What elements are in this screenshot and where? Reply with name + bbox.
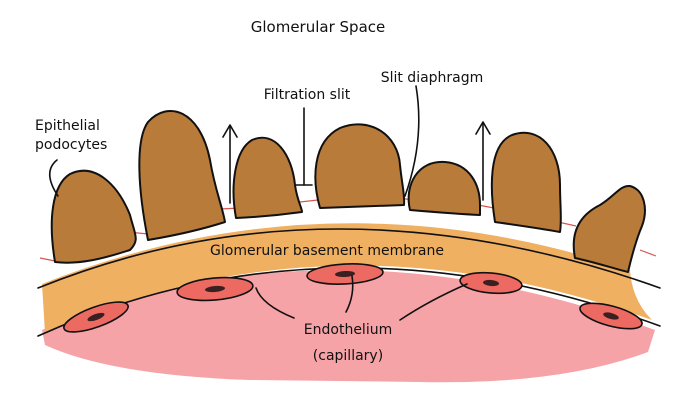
slit-diaphragm-mark xyxy=(299,199,319,203)
filtration-slit-label: Filtration slit xyxy=(264,87,351,103)
podocytes xyxy=(50,110,646,273)
endothelial-cells xyxy=(63,263,643,333)
endothelium-pointer-mid xyxy=(345,275,354,313)
endothelial-cell xyxy=(176,276,254,302)
endothelium-pointer-right xyxy=(399,283,468,321)
basement-membrane-label: Glomerular basement membrane xyxy=(210,243,444,259)
capillary-label: (capillary) xyxy=(313,348,383,364)
gbm-top-edge xyxy=(37,228,661,289)
podocytes-label-line2: podocytes xyxy=(35,137,107,153)
podocyte-cell xyxy=(50,169,137,264)
leader-lines xyxy=(48,85,468,321)
endothelial-cell xyxy=(306,263,384,285)
glomerular-space-label: Glomerular Space xyxy=(251,18,386,36)
podocyte-cell xyxy=(138,110,226,241)
arrow-head xyxy=(222,124,238,138)
endothelium-label: Endothelium xyxy=(304,322,392,338)
endothelial-cell xyxy=(63,301,129,333)
slit-diaphragm-label: Slit diaphragm xyxy=(381,70,484,86)
podocyte-cell xyxy=(232,136,303,219)
endothelial-cell xyxy=(459,271,523,295)
podocyte-cell xyxy=(407,160,481,216)
endothelial-cell xyxy=(579,302,643,330)
podocyte-cell xyxy=(314,123,406,209)
filtration-arrows xyxy=(222,121,491,204)
slit-diaphragm-mark xyxy=(639,249,657,257)
podocyte-cell xyxy=(572,184,646,273)
podocytes-pointer xyxy=(48,159,59,197)
arrow-head xyxy=(475,121,491,135)
slit-diaphragm-pointer xyxy=(404,85,420,197)
podocytes-label-line1: Epithelial xyxy=(35,118,100,134)
podocyte-cell xyxy=(490,132,562,233)
endothelium-pointer-left xyxy=(255,287,295,319)
glomerular-basement-membrane xyxy=(42,223,652,333)
